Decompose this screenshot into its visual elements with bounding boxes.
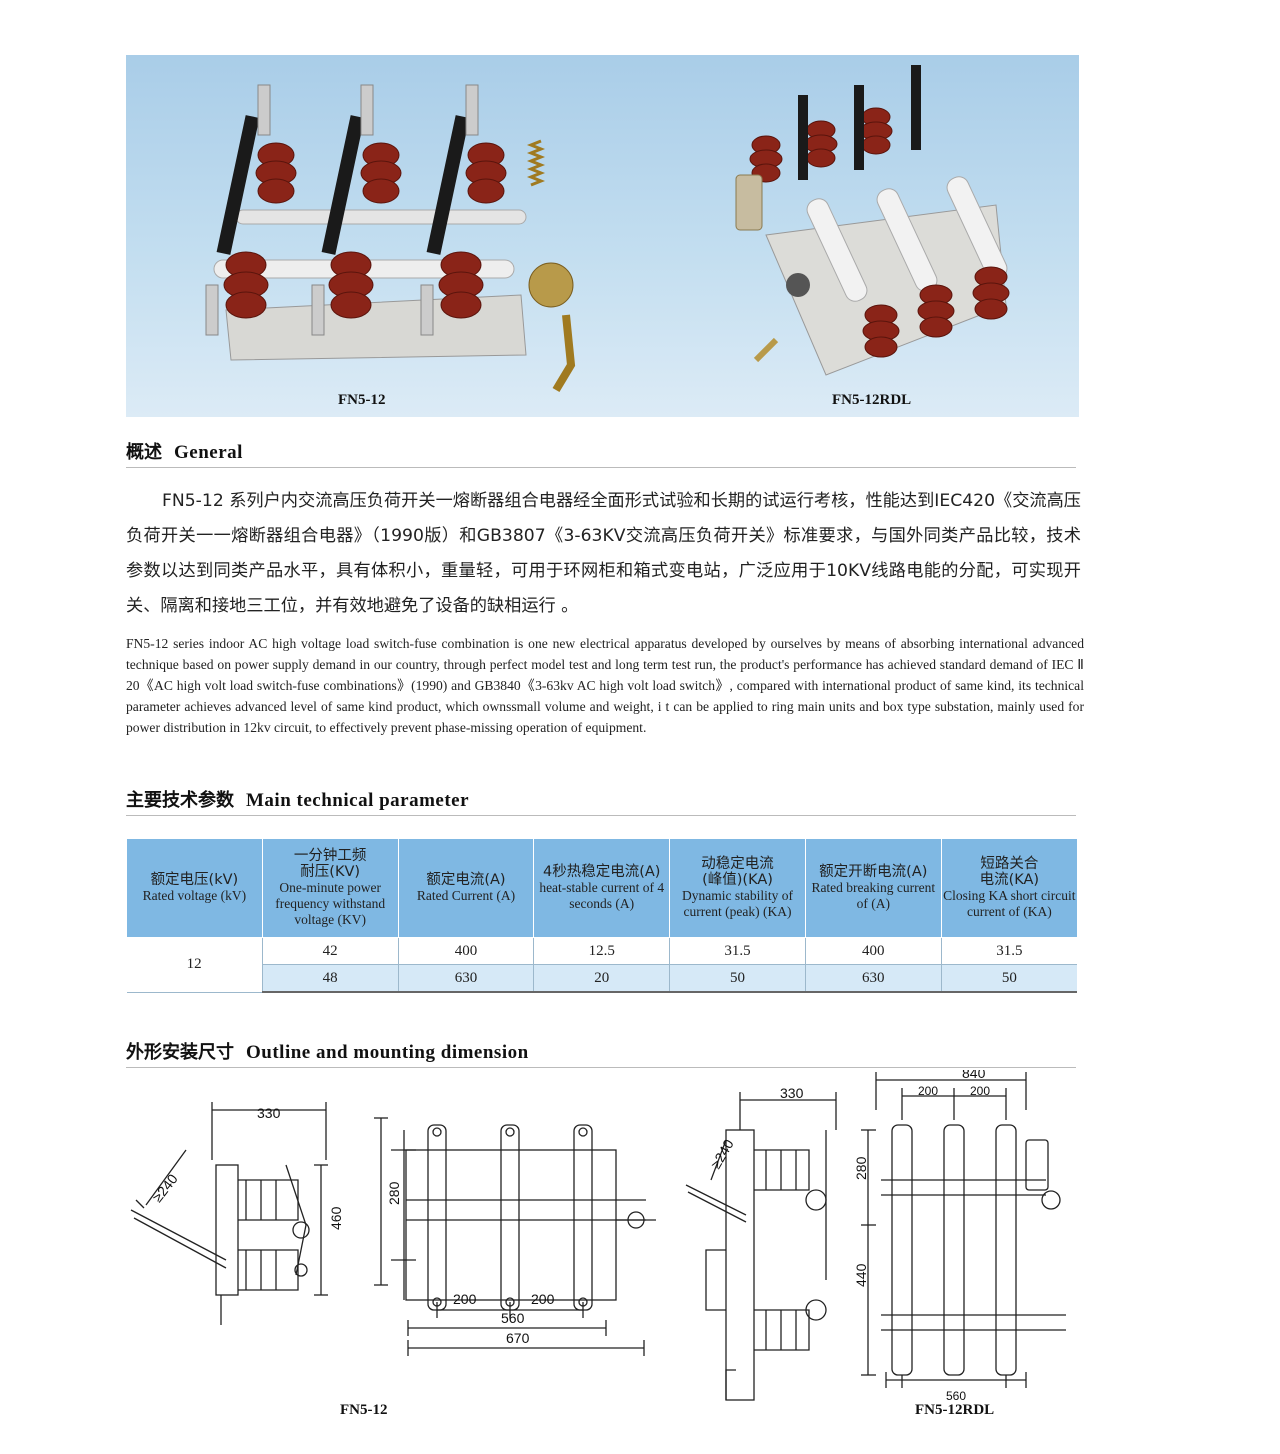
header-rated-voltage: 额定电压(kV)Rated voltage (kV) xyxy=(126,838,263,938)
table-cell: 42 xyxy=(262,937,399,965)
photo-caption-fn5-12: FN5-12 xyxy=(338,392,386,408)
dimension-labels: 330 ≥240 460 280 200 200 560 670 330 ≥24… xyxy=(149,1070,990,1403)
dim-left-460: 460 xyxy=(328,1206,344,1230)
header-withstand-voltage: 一分钟工频 耐压(KV)One-minute power frequency w… xyxy=(261,838,399,938)
dim-left-200a: 200 xyxy=(453,1291,477,1307)
dim-right-440: 440 xyxy=(853,1263,869,1287)
header-dynamic-stability: 动稳定电流 (峰值)(KA)Dynamic stability of curre… xyxy=(669,838,806,938)
technical-section-title: 主要技术参数 Main technical parameter xyxy=(126,786,1076,816)
dim-right-560: 560 xyxy=(946,1389,966,1403)
outline-title-cn: 外形安装尺寸 xyxy=(126,1042,234,1063)
fn5-12rdl-photo xyxy=(735,65,1010,376)
dim-right-280: 280 xyxy=(853,1156,869,1180)
voltage-cell: 12 xyxy=(126,937,263,993)
dim-right-200a: 200 xyxy=(918,1084,938,1098)
general-section-title: 概述 General xyxy=(126,438,1076,468)
fn5-12rdl-front-view xyxy=(861,1072,1066,1388)
fn5-12rdl-side-view xyxy=(685,1092,837,1401)
table-cell: 630 xyxy=(398,964,535,993)
photo-caption-fn5-12rdl: FN5-12RDL xyxy=(832,392,912,408)
dim-left-560: 560 xyxy=(501,1310,525,1326)
table-header-row: 额定电压(kV)Rated voltage (kV) 一分钟工频 耐压(KV)O… xyxy=(126,838,1077,938)
table-cell: 31.5 xyxy=(941,937,1077,965)
table-row: 48 630 20 50 630 50 xyxy=(127,964,1077,993)
product-photo-panel xyxy=(126,55,1079,417)
table-row: 12 42 400 12.5 31.5 400 31.5 xyxy=(126,937,1077,993)
table-cell: 50 xyxy=(669,964,806,993)
table-cell: 20 xyxy=(533,964,671,993)
technical-title-cn: 主要技术参数 xyxy=(126,790,234,811)
dim-left-330: 330 xyxy=(257,1105,281,1121)
fn5-12-side-view xyxy=(130,1102,328,1325)
drawing-caption-fn5-12rdl: FN5-12RDL xyxy=(915,1402,995,1418)
fn5-12-front-view xyxy=(374,1117,656,1356)
product-photo-illustration xyxy=(205,65,1010,393)
header-closing-current: 短路关合 电流(KA)Closing KA short circuit curr… xyxy=(940,838,1077,938)
drawing-caption-fn5-12: FN5-12 xyxy=(340,1402,388,1418)
dim-right-240: ≥240 xyxy=(707,1136,736,1171)
outline-section-title: 外形安装尺寸 Outline and mounting dimension xyxy=(126,1038,1076,1068)
general-title-cn: 概述 xyxy=(126,442,162,463)
outline-drawings: 330 ≥240 460 280 200 200 560 670 330 ≥24… xyxy=(130,1070,1066,1403)
technical-parameter-table: 额定电压(kV)Rated voltage (kV) 一分钟工频 耐压(KV)O… xyxy=(126,838,1077,993)
outline-title-en: Outline and mounting dimension xyxy=(246,1042,529,1063)
table-cell: 400 xyxy=(805,937,942,965)
header-rated-breaking: 额定开断电流(A)Rated breaking current of (A) xyxy=(804,838,942,938)
table-cell: 48 xyxy=(262,964,399,993)
fn5-12-photo xyxy=(205,84,576,393)
table-cell: 31.5 xyxy=(669,937,806,965)
dim-left-670: 670 xyxy=(506,1330,530,1346)
dim-left-240: ≥240 xyxy=(149,1171,181,1205)
dim-right-200b: 200 xyxy=(970,1084,990,1098)
table-cell: 12.5 xyxy=(533,937,671,965)
dim-right-330: 330 xyxy=(780,1085,804,1101)
table-cell: 400 xyxy=(398,937,535,965)
table-cell: 50 xyxy=(941,964,1077,993)
table-cell: 630 xyxy=(805,964,942,993)
dim-right-840: 840 xyxy=(962,1070,986,1081)
header-heat-stable-current: 4秒热稳定电流(A)heat-stable current of 4 secon… xyxy=(533,838,671,938)
dim-left-200b: 200 xyxy=(531,1291,555,1307)
general-paragraph-en: FN5-12 series indoor AC high voltage loa… xyxy=(126,636,1084,735)
technical-title-en: Main technical parameter xyxy=(246,790,470,811)
general-paragraph-cn: FN5-12 系列户内交流高压负荷开关一熔断器组合电器经全面形式试验和长期的试运… xyxy=(126,491,1081,616)
header-rated-current: 额定电流(A)Rated Current (A) xyxy=(397,838,535,938)
dim-left-280: 280 xyxy=(386,1181,402,1205)
general-title-en: General xyxy=(174,442,243,463)
